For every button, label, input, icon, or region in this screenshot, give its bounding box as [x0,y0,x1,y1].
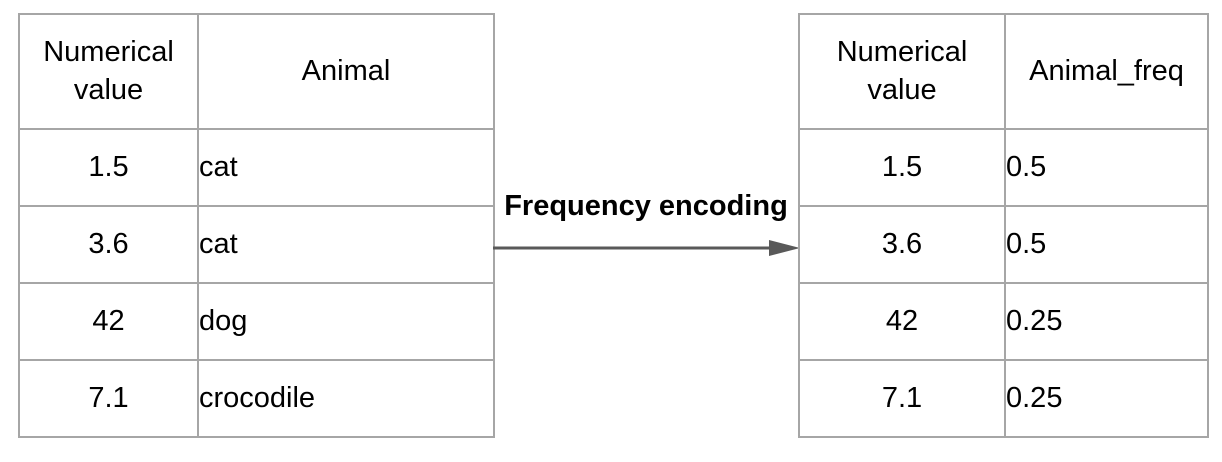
encoded-table: Numerical value Animal_freq 1.5 0.5 3.6 … [798,13,1209,438]
arrow-right-icon [493,240,800,256]
table-cell: 3.6 [798,205,1006,284]
table-header-row: Numerical value Animal_freq [798,13,1209,130]
table-row: 3.6 0.5 [798,205,1209,284]
table-cell: 1.5 [798,128,1006,207]
encoded-table-header-animal-freq: Animal_freq [1004,13,1209,130]
encoded-table-header-numerical-value: Numerical value [798,13,1006,130]
table-row: 3.6 cat [18,205,495,284]
table-cell: crocodile [197,359,495,438]
table-cell: cat [197,205,495,284]
table-cell: 0.5 [1004,128,1209,207]
transform-label: Frequency encoding [504,190,788,222]
table-row: 1.5 cat [18,128,495,207]
table-cell: 0.25 [1004,359,1209,438]
table-cell: cat [197,128,495,207]
table-cell: 3.6 [18,205,199,284]
table-cell: 0.25 [1004,282,1209,361]
input-table-header-animal: Animal [197,13,495,130]
table-cell: 42 [798,282,1006,361]
table-cell: 1.5 [18,128,199,207]
input-table-header-numerical-value: Numerical value [18,13,199,130]
table-cell: dog [197,282,495,361]
table-row: 7.1 crocodile [18,359,495,438]
table-cell: 7.1 [798,359,1006,438]
input-table: Numerical value Animal 1.5 cat 3.6 cat 4… [18,13,495,438]
table-row: 1.5 0.5 [798,128,1209,207]
table-cell: 0.5 [1004,205,1209,284]
table-row: 42 dog [18,282,495,361]
table-header-row: Numerical value Animal [18,13,495,130]
table-row: 42 0.25 [798,282,1209,361]
table-cell: 7.1 [18,359,199,438]
table-cell: 42 [18,282,199,361]
table-row: 7.1 0.25 [798,359,1209,438]
